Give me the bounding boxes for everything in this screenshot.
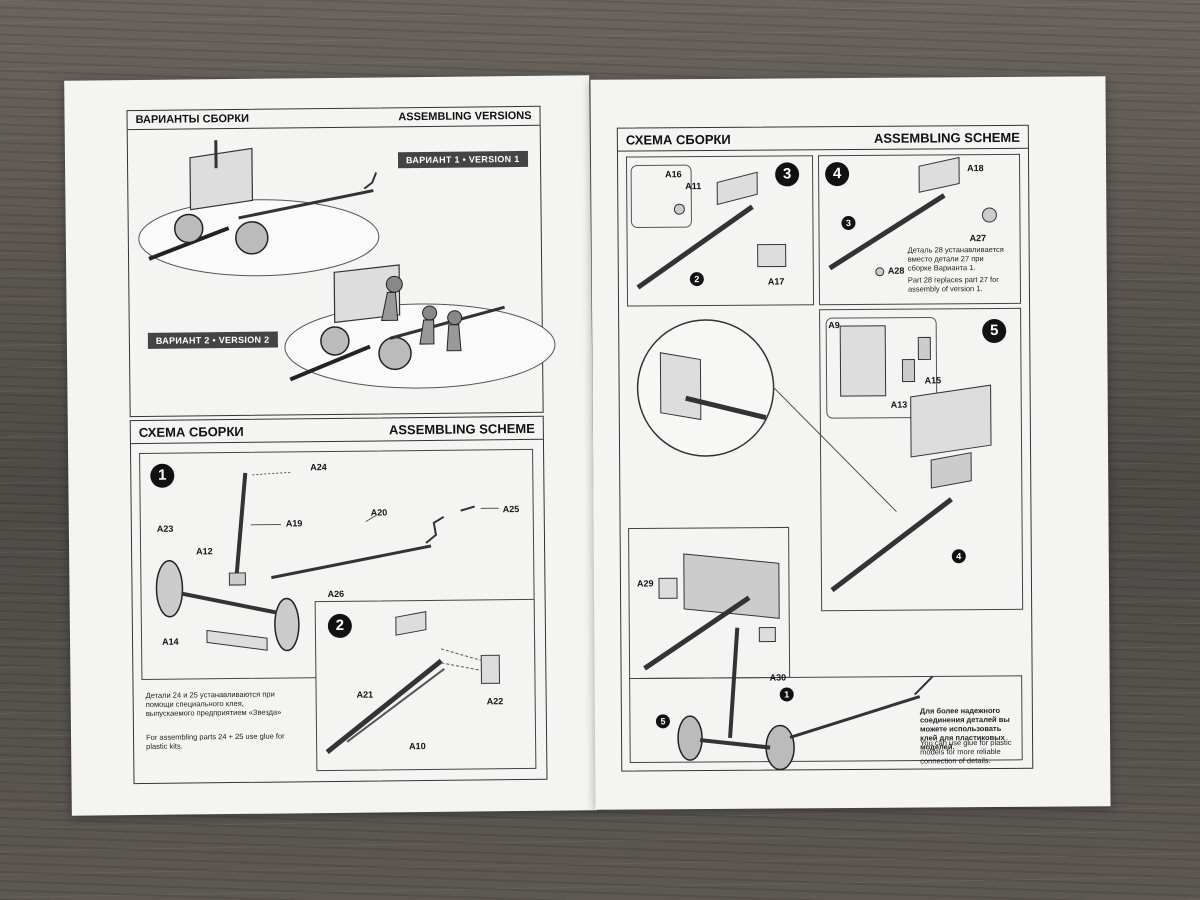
label-a13: A13 <box>890 399 908 410</box>
label-a12: A12 <box>196 546 213 557</box>
assembling-scheme-panel-right: СХЕМА СБОРКИ ASSEMBLING SCHEME 3 A16 A11… <box>616 124 1034 772</box>
step-2-box: 2 A21 A22 A10 <box>314 598 537 772</box>
ref-part-2: 2 <box>689 272 704 287</box>
step-3-illustration <box>630 164 787 290</box>
step-1-box: 1 A24 A19 A20 A25 A23 A12 A <box>139 448 536 680</box>
scheme-header: СХЕМА СБОРКИ ASSEMBLING SCHEME <box>130 416 543 445</box>
step-5-illustration <box>825 316 992 593</box>
ref-part-3: 3 <box>841 215 856 231</box>
label-a28: A28 <box>887 265 905 276</box>
label-a25: A25 <box>502 504 520 515</box>
label-a21: A21 <box>356 689 374 700</box>
scheme-header-right: СХЕМА СБОРКИ ASSEMBLING SCHEME <box>617 125 1028 152</box>
label-a30: A30 <box>769 672 787 683</box>
assembling-scheme-panel: СХЕМА СБОРКИ ASSEMBLING SCHEME 1 A2 <box>129 415 548 785</box>
label-a11: A11 <box>685 181 702 192</box>
version-2-illustration <box>284 264 556 389</box>
scheme-title-ru: СХЕМА СБОРКИ <box>138 423 244 441</box>
glue-note-ru: Детали 24 и 25 устанавливаются при помощ… <box>145 689 282 718</box>
detail-magnifier <box>636 319 897 513</box>
glue-note-en: For assembling parts 24 + 25 use glue fo… <box>145 731 285 751</box>
label-a29: A29 <box>636 578 654 589</box>
final-note-en: You can use glue for plastic models for … <box>920 737 1012 766</box>
step-5-box: 5 A9 A15 A13 4 <box>819 307 1024 612</box>
final-assembly-illustration <box>628 526 1023 771</box>
step-4-illustration <box>828 156 997 277</box>
label-a10: A10 <box>409 741 426 752</box>
label-a17: A17 <box>767 276 785 287</box>
label-a19: A19 <box>285 518 303 529</box>
label-a20: A20 <box>370 507 388 518</box>
label-a18: A18 <box>967 163 984 174</box>
label-a23: A23 <box>156 523 174 534</box>
scheme-title-en: ASSEMBLING SCHEME <box>388 420 535 438</box>
step-4-note-ru: Деталь 28 устанавливается вместо детали … <box>907 244 1004 273</box>
scheme-title-en-right: ASSEMBLING SCHEME <box>873 129 1020 146</box>
step-4-note-en: Part 28 replaces part 27 for assembly of… <box>907 274 999 294</box>
label-a15: A15 <box>924 375 942 386</box>
label-a9: A9 <box>828 320 840 331</box>
label-a14: A14 <box>161 636 179 647</box>
ref-part-1: 1 <box>779 687 794 702</box>
version-1-illustration <box>138 140 380 277</box>
ref-part-5: 5 <box>655 714 670 729</box>
final-assembly-box: A29 A30 5 1 Для более надежного соединен… <box>628 526 1023 771</box>
step-1-illustration <box>155 471 499 652</box>
label-a26: A26 <box>327 588 345 600</box>
label-a27: A27 <box>969 233 987 244</box>
scheme-title-ru-right: СХЕМА СБОРКИ <box>625 131 731 148</box>
assembling-versions-panel: ВАРИАНТЫ СБОРКИ ASSEMBLING VERSIONS ВАРИ… <box>126 105 556 418</box>
label-a24: A24 <box>310 462 327 473</box>
instruction-sheet-right: СХЕМА СБОРКИ ASSEMBLING SCHEME 3 A16 A11… <box>590 76 1111 810</box>
step-4-box: 4 A18 A27 A28 3 Деталь 28 устанавливаетс… <box>817 153 1022 306</box>
label-a22: A22 <box>486 696 504 707</box>
label-a16: A16 <box>665 169 682 180</box>
instruction-sheet-left: ВАРИАНТЫ СБОРКИ ASSEMBLING VERSIONS ВАРИ… <box>64 75 597 816</box>
step-3-box: 3 A16 A11 A17 2 <box>625 155 815 307</box>
step-2-illustration <box>325 611 501 755</box>
